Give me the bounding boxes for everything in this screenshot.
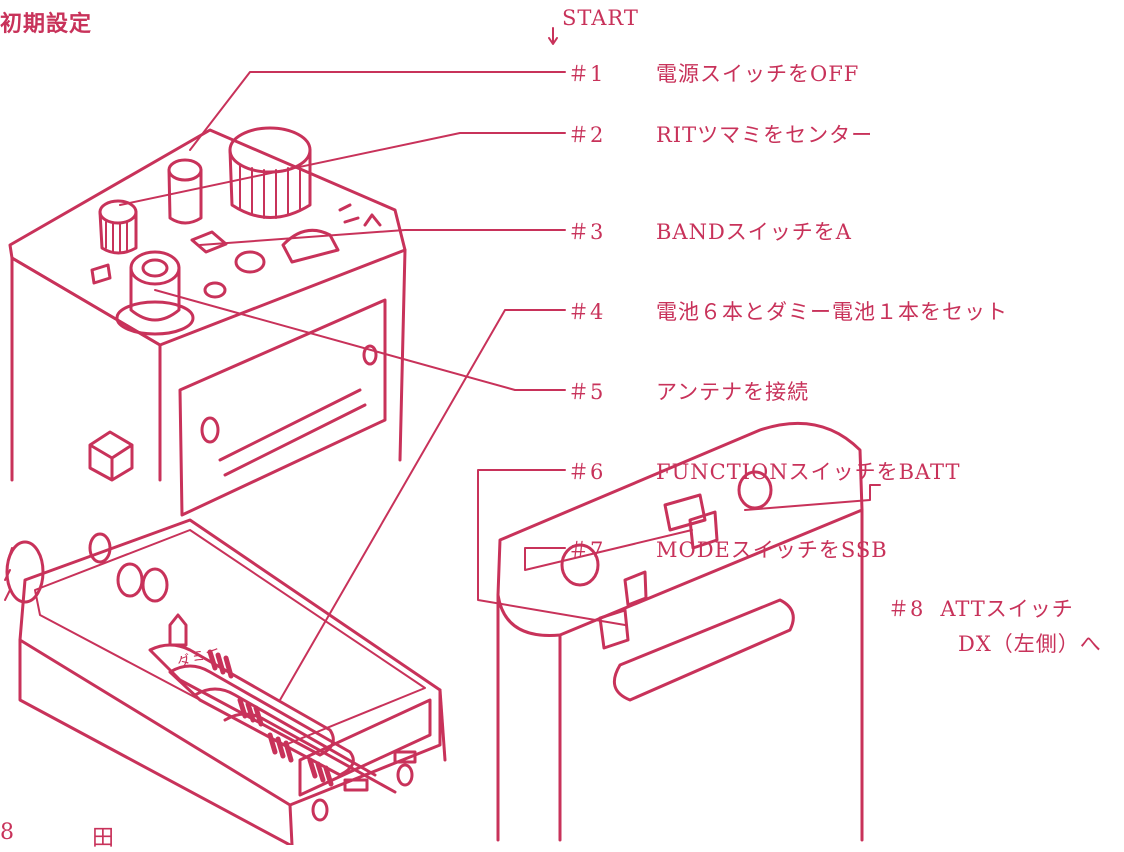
radio-side-panel — [496, 421, 864, 842]
step-number: ＃1 — [568, 62, 605, 86]
step-text: ATTスイッチ — [940, 597, 1074, 621]
step-8: ＃8 ATTスイッチ — [888, 593, 1074, 623]
step-number: ＃2 — [568, 123, 605, 147]
step-number: ＃5 — [568, 380, 605, 404]
step-5: ＃5 アンテナを接続 — [568, 376, 809, 406]
page-title: 初期設定 — [0, 12, 93, 37]
radio-battery-compartment — [4, 518, 447, 845]
step-number: ＃7 — [568, 538, 605, 562]
step-text: RITツマミをセンター — [656, 123, 874, 147]
step-4: ＃4 電池６本とダミー電池１本をセット — [568, 296, 1008, 326]
step-1: ＃1 電源スイッチをOFF — [568, 58, 859, 88]
step-number: ＃6 — [568, 460, 605, 484]
radio-top-view — [8, 126, 407, 517]
corner-mark-left: 8 — [0, 820, 15, 845]
step-7: ＃7 MODEスイッチをSSB — [568, 534, 888, 564]
leader-lines — [119, 27, 881, 701]
step-text: 電源スイッチをOFF — [656, 62, 860, 86]
step-number: ＃4 — [568, 300, 605, 324]
step-3: ＃3 BANDスイッチをA — [568, 216, 852, 246]
step-text: 電池６本とダミー電池１本をセット — [656, 300, 1008, 324]
step-2: ＃2 RITツマミをセンター — [568, 119, 873, 149]
step-text: FUNCTIONスイッチをBATT — [656, 460, 961, 484]
step-6: ＃6 FUNCTIONスイッチをBATT — [568, 456, 960, 486]
step-number: ＃8 — [888, 597, 925, 621]
step-number: ＃3 — [568, 220, 605, 244]
step-text: BANDスイッチをA — [656, 220, 852, 244]
start-label: START — [562, 6, 639, 30]
step-text: MODEスイッチをSSB — [656, 538, 888, 562]
step-text: アンテナを接続 — [656, 380, 810, 404]
corner-mark-right: 田 — [92, 826, 116, 851]
step-8-continued: DX（左側）へ — [958, 632, 1102, 656]
